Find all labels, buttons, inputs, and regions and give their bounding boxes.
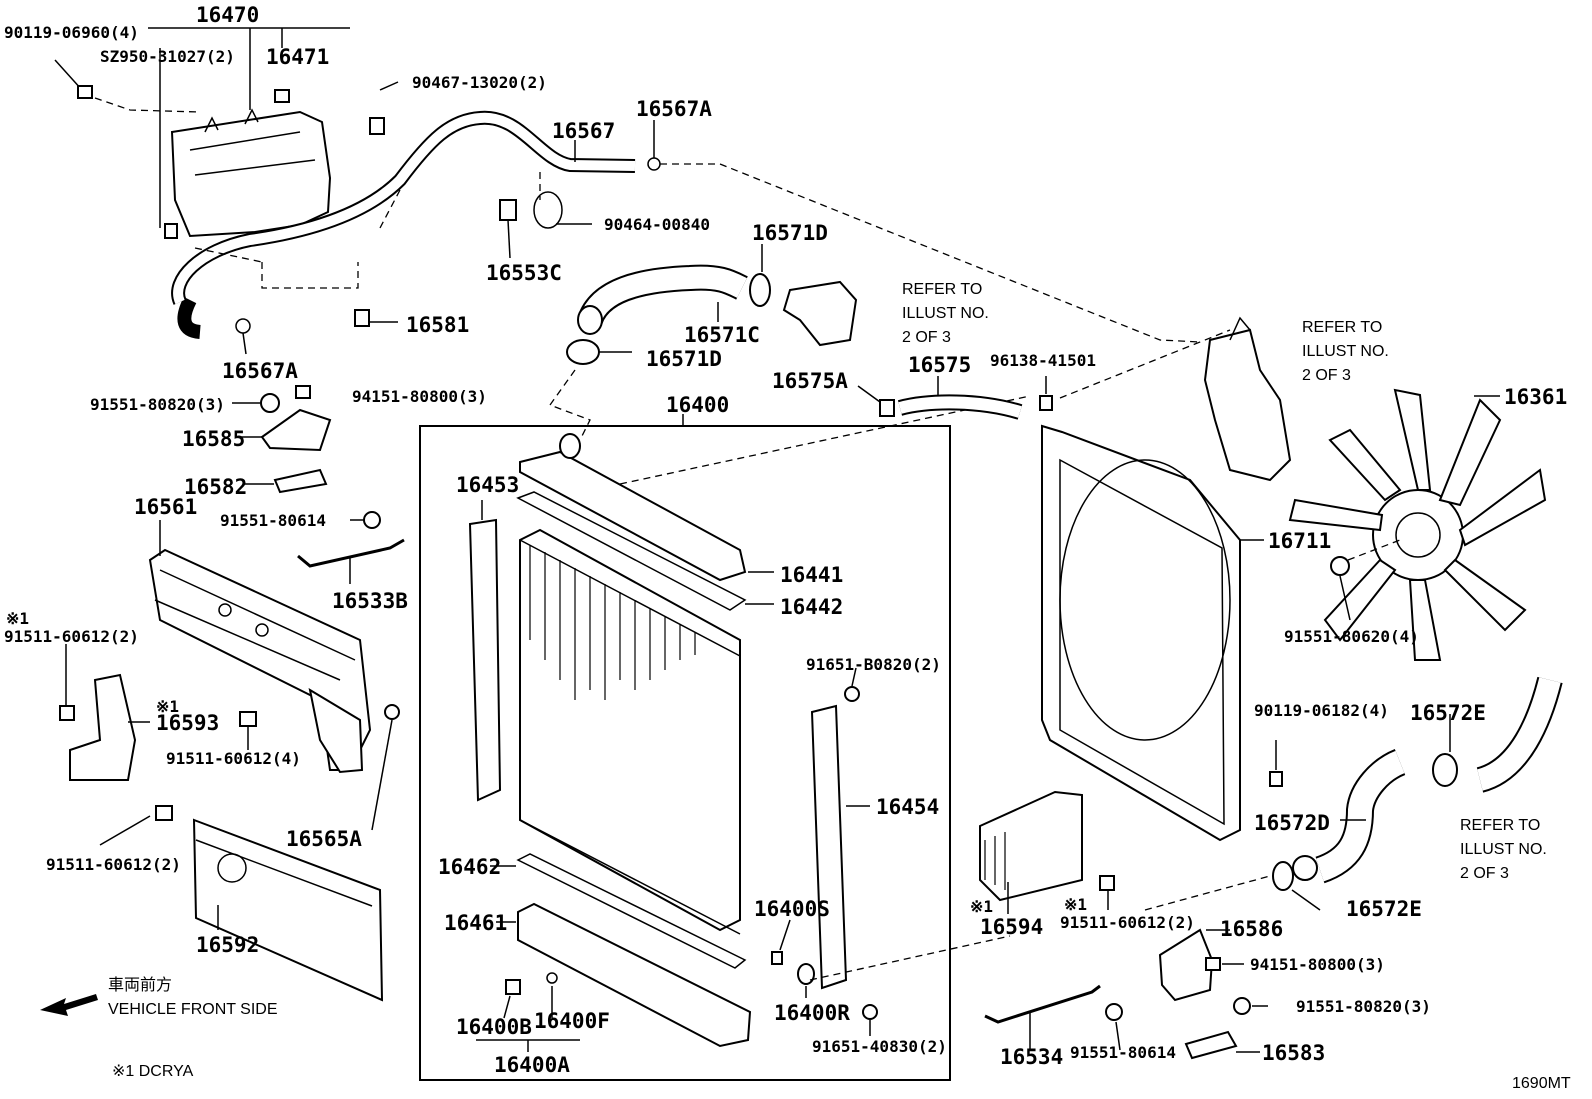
label-l13: 16581 bbox=[406, 313, 469, 337]
refer-note-r3-line2: ILLUST NO. bbox=[1460, 841, 1547, 858]
label-l27: 91511-60612(2) bbox=[46, 855, 181, 874]
label-l36: 16462 bbox=[438, 855, 501, 879]
label-l8: 90464-00840 bbox=[604, 215, 710, 234]
label-l5: 90467-13020(2) bbox=[412, 73, 547, 92]
reservoir-tank bbox=[164, 89, 332, 239]
label-l51: 16572E bbox=[1410, 701, 1486, 725]
label-l35: 16454 bbox=[876, 795, 939, 819]
label-l2: 16470 bbox=[196, 3, 259, 27]
label-l19: 16561 bbox=[134, 495, 197, 519]
label-l33: 16442 bbox=[780, 595, 843, 619]
refer-note-r1-line2: ILLUST NO. bbox=[902, 305, 989, 322]
vehicle-front-label-en: VEHICLE FRONT SIDE bbox=[108, 1001, 278, 1018]
label-l15: 91551-80820(3) bbox=[90, 395, 225, 414]
label-l41: 16400F bbox=[534, 1009, 610, 1033]
label-l24: ※1 bbox=[156, 697, 179, 716]
label-l20: 91551-80614 bbox=[220, 511, 326, 530]
label-l39: 16400R bbox=[774, 1001, 850, 1025]
label-l28: 16565A bbox=[286, 827, 362, 851]
refer-note-r1-line3: 2 OF 3 bbox=[902, 329, 951, 346]
label-l57: 91511-60612(2) bbox=[1060, 913, 1195, 932]
label-l58: 16586 bbox=[1220, 917, 1283, 941]
label-l59: 94151-80800(3) bbox=[1250, 955, 1385, 974]
label-l43: 91651-40830(2) bbox=[812, 1037, 947, 1056]
label-l48: 16711 bbox=[1268, 529, 1331, 553]
label-l56: ※1 bbox=[1064, 895, 1087, 914]
refer-note-r3-line3: 2 OF 3 bbox=[1460, 865, 1509, 882]
label-l14: 16567A bbox=[222, 359, 298, 383]
label-l26: 91511-60612(4) bbox=[166, 749, 301, 768]
label-l10: 16571D bbox=[752, 221, 828, 245]
label-l11: 16571C bbox=[684, 323, 760, 347]
label-l23: 91511-60612(2) bbox=[4, 627, 139, 646]
label-l16: 94151-80800(3) bbox=[352, 387, 487, 406]
refer-note-r2-line3: 2 OF 3 bbox=[1302, 367, 1351, 384]
label-l7: 16567 bbox=[552, 119, 615, 143]
label-l53: 16572E bbox=[1346, 897, 1422, 921]
label-l34: 91651-B0820(2) bbox=[806, 655, 941, 674]
label-l55: 16594 bbox=[980, 915, 1043, 939]
label-l25: 16593 bbox=[156, 711, 219, 735]
label-l49: 91551-80620(4) bbox=[1284, 627, 1419, 646]
label-l42: 16400A bbox=[494, 1053, 570, 1077]
label-l54: ※1 bbox=[970, 897, 993, 916]
label-l45: 16575 bbox=[908, 353, 971, 377]
refer-note-r2-line1: REFER TO bbox=[1302, 319, 1382, 336]
refer-note-r2-line2: ILLUST NO. bbox=[1302, 343, 1389, 360]
label-l50: 90119-06182(4) bbox=[1254, 701, 1389, 720]
footnote-dcrya: ※1 DCRYA bbox=[112, 1063, 194, 1080]
label-l60: 91551-80820(3) bbox=[1296, 997, 1431, 1016]
label-l4: 16471 bbox=[266, 45, 329, 69]
label-l44: 16575A bbox=[772, 369, 848, 393]
label-l22: ※1 bbox=[6, 609, 29, 628]
label-l32: 16441 bbox=[780, 563, 843, 587]
label-l6: 16567A bbox=[636, 97, 712, 121]
label-l52: 16572D bbox=[1254, 811, 1330, 835]
label-l46: 96138-41501 bbox=[990, 351, 1096, 370]
illustration-code: 1690MT bbox=[1512, 1075, 1571, 1092]
label-l29: 16592 bbox=[196, 933, 259, 957]
label-l3: SZ950-31027(2) bbox=[100, 47, 235, 66]
label-l38: 16400S bbox=[754, 897, 830, 921]
label-l47: 16361 bbox=[1504, 385, 1567, 409]
label-l62: 16534 bbox=[1000, 1045, 1063, 1069]
label-l30: 16400 bbox=[666, 393, 729, 417]
label-l12: 16571D bbox=[646, 347, 722, 371]
label-l9: 16553C bbox=[486, 261, 562, 285]
label-l63: 91551-80614 bbox=[1070, 1043, 1176, 1062]
label-l21: 16533B bbox=[332, 589, 408, 613]
refer-note-r1-line1: REFER TO bbox=[902, 281, 982, 298]
label-l31: 16453 bbox=[456, 473, 519, 497]
label-l17: 16585 bbox=[182, 427, 245, 451]
label-l40: 16400B bbox=[456, 1015, 532, 1039]
label-l18: 16582 bbox=[184, 475, 247, 499]
label-l37: 16461 bbox=[444, 911, 507, 935]
label-l1: 90119-06960(4) bbox=[4, 23, 139, 42]
vehicle-front-arrow-icon bbox=[40, 994, 98, 1016]
cooling-fan-16361 bbox=[1288, 388, 1547, 661]
refer-note-r3-line1: REFER TO bbox=[1460, 817, 1540, 834]
label-l61: 16583 bbox=[1262, 1041, 1325, 1065]
vehicle-front-label-jp: 車両前方 bbox=[108, 976, 172, 994]
